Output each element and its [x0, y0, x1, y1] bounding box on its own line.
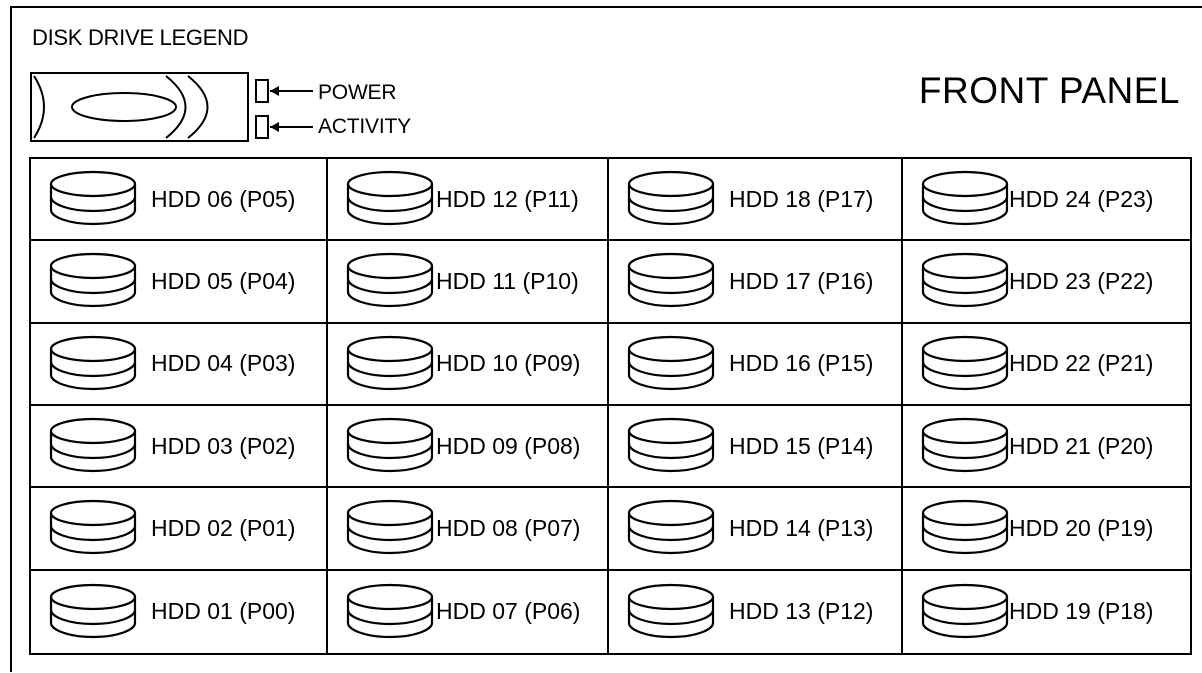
disk-stack-icon — [921, 418, 1009, 473]
drive-bay: HDD 03 (P02) — [31, 406, 328, 489]
drive-bay: HDD 18 (P17) — [609, 159, 903, 242]
disk-stack-icon — [49, 335, 137, 390]
disk-stack-icon — [346, 335, 434, 390]
drive-bay: HDD 24 (P23) — [903, 159, 1190, 242]
power-label: POWER — [318, 81, 397, 104]
disk-stack-icon — [921, 171, 1009, 226]
disk-stack-icon — [49, 253, 137, 308]
drive-bay: HDD 21 (P20) — [903, 406, 1190, 489]
drive-legend-icon — [30, 72, 313, 142]
drive-bay: HDD 01 (P00) — [31, 570, 328, 653]
drive-bay: HDD 05 (P04) — [31, 241, 328, 324]
disk-stack-icon — [346, 171, 434, 226]
drive-bay-label: HDD 10 (P09) — [436, 350, 581, 377]
drive-bay: HDD 08 (P07) — [328, 488, 609, 571]
disk-stack-icon — [346, 500, 434, 555]
drive-bay-label: HDD 12 (P11) — [436, 185, 579, 212]
drive-bay-label: HDD 16 (P15) — [729, 350, 874, 377]
drive-bay-label: HDD 23 (P22) — [1009, 267, 1154, 294]
drive-bay-label: HDD 19 (P18) — [1009, 598, 1154, 625]
drive-bay-label: HDD 13 (P12) — [729, 598, 874, 625]
disk-stack-icon — [627, 253, 715, 308]
drive-bay-label: HDD 07 (P06) — [436, 598, 581, 625]
drive-bay-label: HDD 02 (P01) — [151, 514, 296, 541]
drive-bay: HDD 04 (P03) — [31, 323, 328, 406]
power-led-icon — [255, 79, 269, 103]
disk-stack-icon — [921, 335, 1009, 390]
disk-stack-icon — [49, 171, 137, 226]
disk-stack-icon — [921, 583, 1009, 638]
drive-bay: HDD 10 (P09) — [328, 323, 609, 406]
drive-bay: HDD 23 (P22) — [903, 241, 1190, 324]
disk-stack-icon — [627, 500, 715, 555]
disk-stack-icon — [627, 418, 715, 473]
drive-bay-label: HDD 15 (P14) — [729, 432, 874, 459]
disk-stack-icon — [921, 500, 1009, 555]
drive-bay: HDD 12 (P11) — [328, 159, 609, 242]
drive-bay-label: HDD 11 (P10) — [436, 267, 579, 294]
disk-stack-icon — [346, 583, 434, 638]
disk-stack-icon — [627, 583, 715, 638]
drive-bay-label: HDD 06 (P05) — [151, 185, 296, 212]
drive-bay-label: HDD 24 (P23) — [1009, 185, 1154, 212]
drive-bay: HDD 02 (P01) — [31, 488, 328, 571]
drive-bay: HDD 15 (P14) — [609, 406, 903, 489]
diagram-frame — [10, 6, 1202, 672]
drive-bay: HDD 06 (P05) — [31, 159, 328, 242]
drive-bay: HDD 17 (P16) — [609, 241, 903, 324]
drive-bay: HDD 07 (P06) — [328, 570, 609, 653]
drive-bay-label: HDD 04 (P03) — [151, 350, 296, 377]
drive-bay-label: HDD 05 (P04) — [151, 267, 296, 294]
drive-bay-label: HDD 03 (P02) — [151, 432, 296, 459]
panel-title: FRONT PANEL — [918, 70, 1180, 111]
drive-bay-grid: HDD 06 (P05) HDD 12 (P11) HDD 18 (P17) HDD … — [29, 157, 1192, 655]
drive-bay-label: HDD 14 (P13) — [729, 514, 874, 541]
activity-label: ACTIVITY — [318, 115, 411, 138]
disk-stack-icon — [49, 418, 137, 473]
disk-stack-icon — [346, 253, 434, 308]
legend-title: DISK DRIVE LEGEND — [32, 25, 249, 50]
activity-led-icon — [255, 115, 269, 139]
disk-stack-icon — [921, 253, 1009, 308]
drive-bay-label: HDD 20 (P19) — [1009, 514, 1154, 541]
drive-bay-label: HDD 22 (P21) — [1009, 350, 1154, 377]
drive-bay: HDD 14 (P13) — [609, 488, 903, 571]
drive-bay-label: HDD 17 (P16) — [729, 267, 874, 294]
drive-bay: HDD 20 (P19) — [903, 488, 1190, 571]
drive-bay-label: HDD 08 (P07) — [436, 514, 581, 541]
drive-bay-label: HDD 01 (P00) — [151, 598, 296, 625]
disk-stack-icon — [49, 500, 137, 555]
disk-stack-icon — [627, 171, 715, 226]
drive-bay: HDD 09 (P08) — [328, 406, 609, 489]
drive-bay: HDD 13 (P12) — [609, 570, 903, 653]
drive-bay-label: HDD 09 (P08) — [436, 432, 581, 459]
disk-stack-icon — [627, 335, 715, 390]
drive-bay: HDD 16 (P15) — [609, 323, 903, 406]
disk-stack-icon — [346, 418, 434, 473]
drive-bay: HDD 11 (P10) — [328, 241, 609, 324]
drive-bay-label: HDD 18 (P17) — [729, 185, 874, 212]
drive-bay-label: HDD 21 (P20) — [1009, 432, 1154, 459]
drive-bay: HDD 19 (P18) — [903, 571, 1190, 653]
drive-bay: HDD 22 (P21) — [903, 324, 1190, 406]
disk-stack-icon — [49, 583, 137, 638]
